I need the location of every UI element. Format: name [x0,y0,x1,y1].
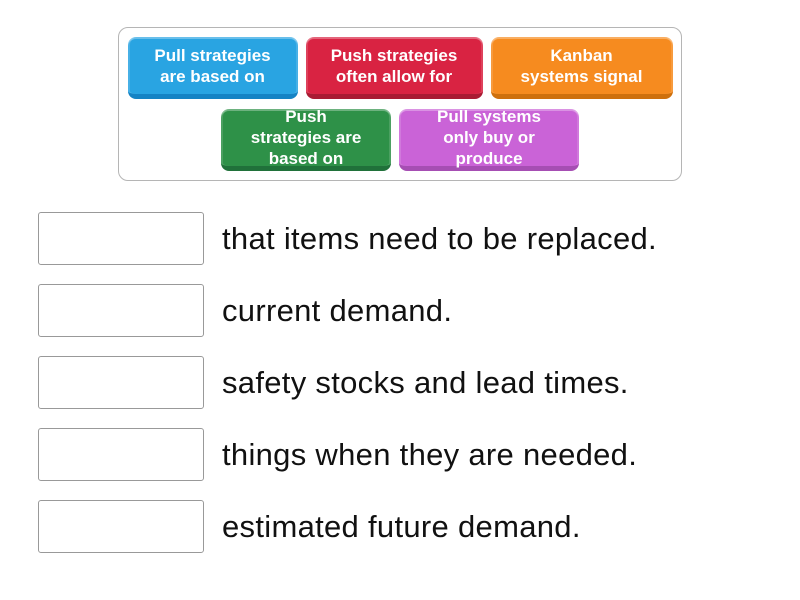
answer-dropzone[interactable] [38,500,204,553]
match-row: that items need to be replaced. [38,212,800,265]
clue-text: estimated future demand. [222,508,581,544]
clue-text: safety stocks and lead times. [222,364,629,400]
match-row: things when they are needed. [38,428,800,481]
draggable-chip-blue[interactable]: Pull strategies are based on [127,37,298,99]
word-bank: Pull strategies are based on Push strate… [118,27,682,181]
matchup-board: Pull strategies are based on Push strate… [0,27,800,553]
match-row: current demand. [38,284,800,337]
match-row: safety stocks and lead times. [38,356,800,409]
clue-text: things when they are needed. [222,436,638,472]
answer-dropzone[interactable] [38,212,204,265]
match-row: estimated future demand. [38,500,800,553]
draggable-chip-orange[interactable]: Kanban systems signal [490,37,673,99]
draggable-chip-green[interactable]: Push strategies are based on [221,107,391,171]
draggable-chip-red[interactable]: Push strategies often allow for [305,37,483,99]
answer-dropzone[interactable] [38,428,204,481]
draggable-chip-purple[interactable]: Pull systems only buy or produce [399,107,579,171]
answer-dropzone[interactable] [38,284,204,337]
clue-text: that items need to be replaced. [222,220,657,256]
answer-dropzone[interactable] [38,356,204,409]
clue-text: current demand. [222,292,453,328]
match-rows: that items need to be replaced. current … [38,212,800,553]
